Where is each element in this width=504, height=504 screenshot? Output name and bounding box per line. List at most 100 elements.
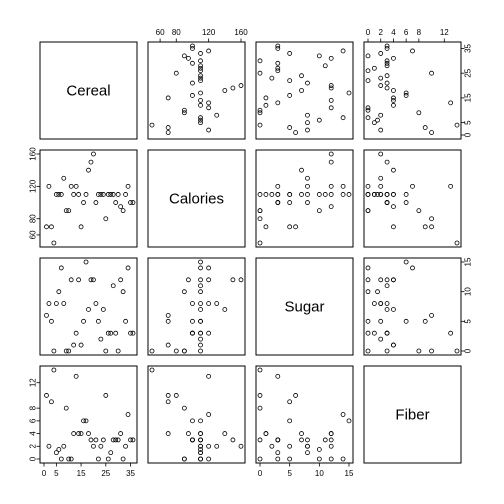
data-point-calories-cereal-27	[108, 192, 114, 197]
data-point-fiber-cereal-17	[83, 418, 89, 424]
data-point-calories-fiber-9	[416, 208, 422, 214]
data-point-sugar-fiber-7	[365, 265, 371, 271]
data-point-fiber-calories-20	[238, 443, 244, 449]
data-point-cereal-calories-9	[181, 110, 187, 116]
data-point-calories-fiber-11	[365, 183, 371, 189]
data-point-calories-cereal-7	[58, 192, 64, 197]
data-point-cereal-calories-2	[206, 127, 212, 133]
data-point-cereal-sugar-11	[328, 105, 334, 111]
data-point-cereal-calories-8	[214, 112, 220, 118]
data-point-sugar-calories-16	[190, 318, 195, 324]
data-point-calories-sugar-10	[257, 208, 263, 214]
data-point-cereal-calories-26	[198, 68, 203, 74]
data-point-fiber-sugar-15	[263, 431, 269, 436]
tick-label-y-sugar-15: 15	[464, 257, 473, 266]
data-point-fiber-cereal-2	[46, 443, 52, 449]
data-point-cereal-fiber-16	[403, 93, 409, 98]
data-point-fiber-calories-30	[198, 437, 203, 443]
data-point-sugar-calories-25	[173, 348, 179, 354]
data-point-sugar-fiber-26	[365, 330, 371, 336]
tick-label-sugar-5: 5	[287, 469, 292, 478]
data-point-sugar-cereal-34	[125, 265, 131, 271]
diagonal-panel-calories	[147, 149, 246, 248]
tick-label-y-calories-160: 160	[29, 147, 38, 161]
data-point-cereal-sugar-16	[287, 93, 293, 98]
data-point-fiber-sugar-21	[305, 437, 310, 443]
data-point-cereal-sugar-9	[257, 110, 263, 116]
data-point-sugar-fiber-17	[403, 259, 409, 265]
data-point-fiber-calories-2	[206, 443, 212, 449]
data-point-calories-cereal-17	[83, 192, 89, 197]
data-point-calories-cereal-10	[66, 208, 72, 214]
tick-label-y-cereal-35: 35	[464, 43, 473, 52]
data-point-fiber-sugar-23	[269, 443, 275, 449]
data-point-sugar-fiber-24	[384, 307, 390, 312]
data-point-sugar-fiber-1	[429, 312, 434, 318]
tick-label-cereal-5: 5	[54, 469, 59, 478]
data-point-calories-cereal-24	[100, 192, 106, 197]
data-point-cereal-fiber-21	[384, 80, 390, 86]
data-point-calories-cereal-36	[130, 200, 136, 205]
data-point-sugar-cereal-15	[78, 342, 84, 348]
data-point-calories-sugar-4	[257, 240, 263, 246]
data-point-cereal-calories-3	[165, 125, 171, 130]
data-point-sugar-calories-27	[198, 330, 203, 336]
data-point-cereal-fiber-25	[429, 70, 434, 76]
data-point-cereal-sugar-10	[257, 107, 263, 113]
data-point-fiber-cereal-23	[98, 443, 104, 449]
data-point-sugar-cereal-23	[98, 336, 104, 342]
data-point-sugar-calories-28	[198, 283, 203, 289]
data-point-calories-sugar-13	[275, 183, 281, 189]
data-point-sugar-fiber-36	[384, 330, 390, 336]
data-point-calories-cereal-16	[81, 200, 86, 205]
data-point-calories-cereal-13	[73, 183, 79, 189]
data-point-calories-sugar-5	[305, 192, 310, 197]
data-point-calories-sugar-7	[340, 192, 346, 197]
data-point-calories-fiber-14	[391, 192, 396, 197]
tick-label-y-cereal-0: 0	[464, 132, 473, 137]
data-point-sugar-calories-13	[206, 330, 212, 336]
data-point-sugar-fiber-27	[371, 330, 377, 336]
data-point-cereal-sugar-20	[328, 83, 334, 88]
data-point-calories-cereal-28	[110, 192, 116, 197]
data-point-cereal-calories-1	[165, 130, 171, 135]
data-point-fiber-sugar-32	[316, 456, 322, 462]
data-point-cereal-fiber-18	[391, 88, 396, 93]
data-point-cereal-fiber-9	[416, 110, 422, 116]
data-point-sugar-calories-19	[230, 277, 236, 283]
data-point-calories-sugar-28	[322, 192, 328, 197]
data-point-calories-cereal-12	[71, 192, 77, 197]
data-point-fiber-sugar-25	[257, 393, 263, 398]
data-point-fiber-cereal-4	[51, 367, 57, 373]
data-point-cereal-calories-34	[206, 48, 212, 54]
data-point-fiber-calories-9	[181, 405, 187, 411]
tick-label-y-calories-80: 80	[29, 214, 38, 223]
data-point-calories-fiber-30	[384, 192, 390, 197]
data-point-cereal-calories-20	[238, 83, 244, 88]
data-point-cereal-calories-5	[198, 120, 203, 126]
data-point-fiber-cereal-34	[125, 412, 131, 417]
data-point-fiber-cereal-31	[118, 431, 124, 436]
data-point-calories-cereal-22	[95, 192, 101, 197]
data-point-sugar-cereal-17	[83, 259, 89, 265]
data-point-cereal-calories-7	[198, 115, 203, 121]
data-point-calories-cereal-1	[44, 224, 49, 230]
data-point-fiber-cereal-35	[128, 437, 133, 443]
data-point-cereal-calories-4	[149, 122, 155, 128]
data-point-sugar-cereal-10	[66, 348, 72, 354]
tick-label-calories-120: 120	[202, 28, 216, 37]
data-point-fiber-cereal-18	[86, 431, 91, 436]
data-point-calories-fiber-6	[375, 192, 380, 197]
data-point-fiber-sugar-28	[322, 437, 328, 443]
data-point-fiber-sugar-16	[287, 418, 293, 424]
data-point-cereal-sugar-29	[275, 60, 281, 66]
data-point-calories-cereal-8	[61, 175, 67, 181]
data-point-fiber-cereal-32	[120, 456, 126, 462]
tick-label-y-sugar-5: 5	[464, 319, 473, 324]
tick-label-sugar-15: 15	[345, 469, 354, 478]
data-point-sugar-fiber-9	[416, 348, 422, 354]
panel-sugar-vs-calories	[147, 257, 246, 356]
data-point-sugar-fiber-13	[448, 330, 454, 336]
data-point-fiber-cereal-33	[123, 443, 128, 449]
data-point-cereal-sugar-26	[275, 68, 281, 74]
